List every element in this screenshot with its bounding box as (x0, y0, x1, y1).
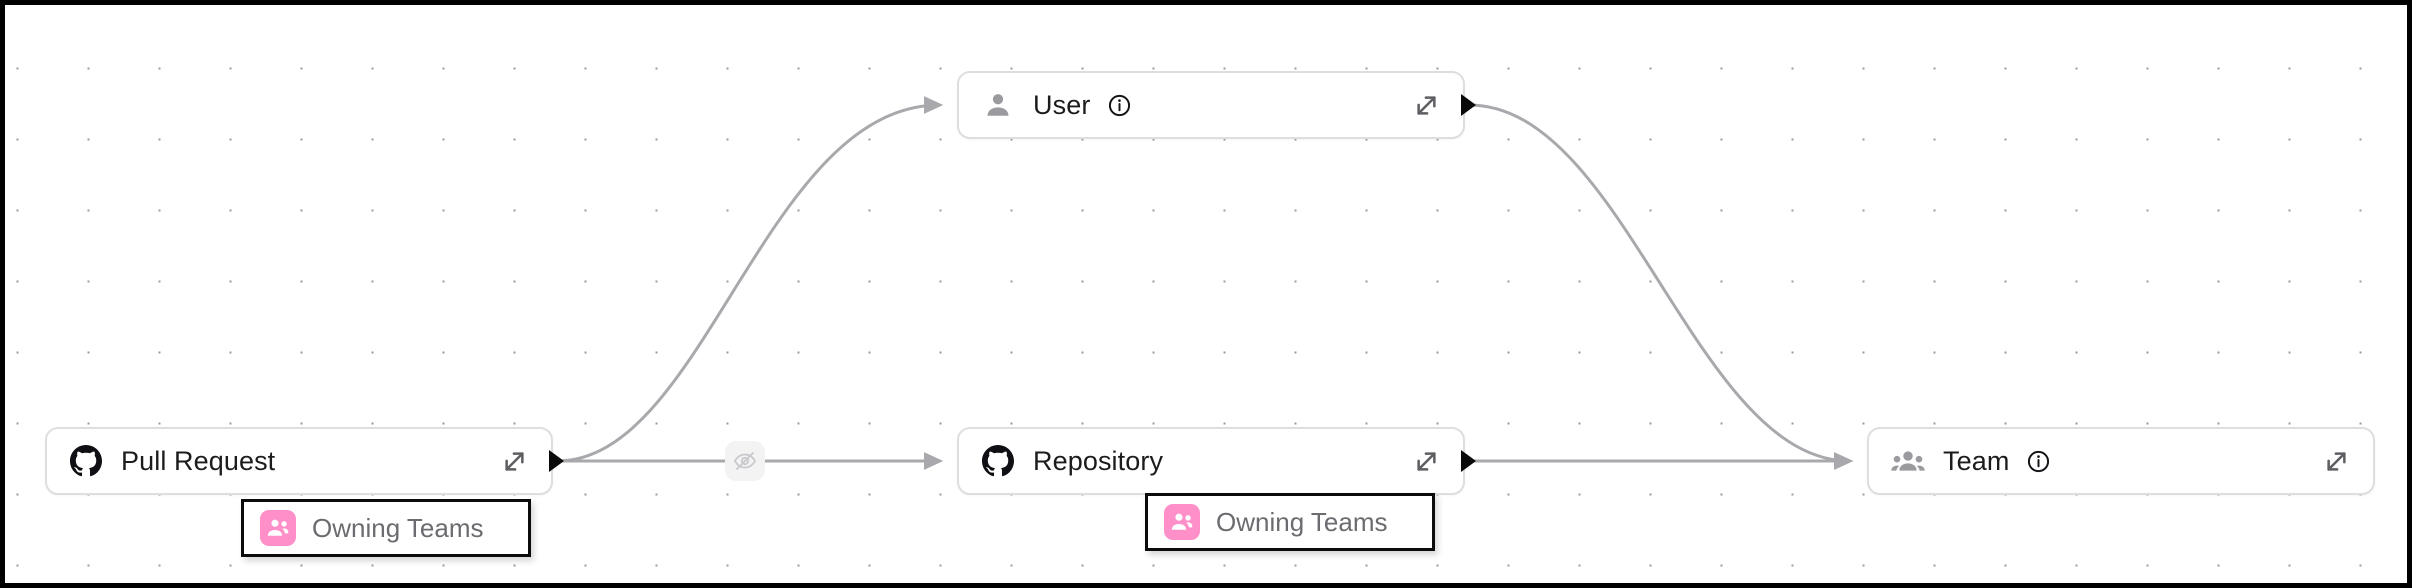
person-icon (981, 88, 1015, 122)
node-label: User (1033, 89, 1091, 120)
node-label: Pull Request (121, 445, 276, 476)
node-pull-request[interactable]: Pull Request (45, 427, 564, 495)
owning-teams-label: Owning Teams (312, 512, 484, 543)
info-circle-icon[interactable] (2026, 449, 2051, 474)
github-icon (69, 444, 103, 478)
owning-teams-badge-repository[interactable]: Owning Teams (1145, 493, 1435, 551)
owning-teams-label: Owning Teams (1216, 506, 1388, 537)
expand-diagonal-icon[interactable] (1411, 90, 1441, 120)
source-handle[interactable] (1461, 450, 1476, 472)
github-icon (981, 444, 1015, 478)
source-handle[interactable] (1461, 94, 1476, 116)
owning-teams-badge-pull-request[interactable]: Owning Teams (241, 499, 531, 557)
node-label: Repository (1033, 445, 1164, 476)
source-handle[interactable] (549, 450, 564, 472)
expand-diagonal-icon[interactable] (1411, 446, 1441, 476)
edge-hidden-badge[interactable] (725, 441, 765, 481)
people-group-icon (260, 510, 296, 546)
info-circle-icon[interactable] (1107, 93, 1132, 118)
node-label: Team (1943, 445, 2010, 476)
expand-diagonal-icon[interactable] (2321, 446, 2351, 476)
eye-off-icon (733, 451, 757, 471)
node-repository[interactable]: Repository (957, 427, 1476, 495)
expand-diagonal-icon[interactable] (499, 446, 529, 476)
people-group-icon (1164, 504, 1200, 540)
node-user[interactable]: User (957, 71, 1476, 139)
node-team[interactable]: Team (1867, 427, 2375, 495)
group-icon (1891, 444, 1925, 478)
edge-user-to-team[interactable] (1468, 103, 1854, 470)
edge-pull-request-to-user[interactable] (556, 96, 944, 463)
